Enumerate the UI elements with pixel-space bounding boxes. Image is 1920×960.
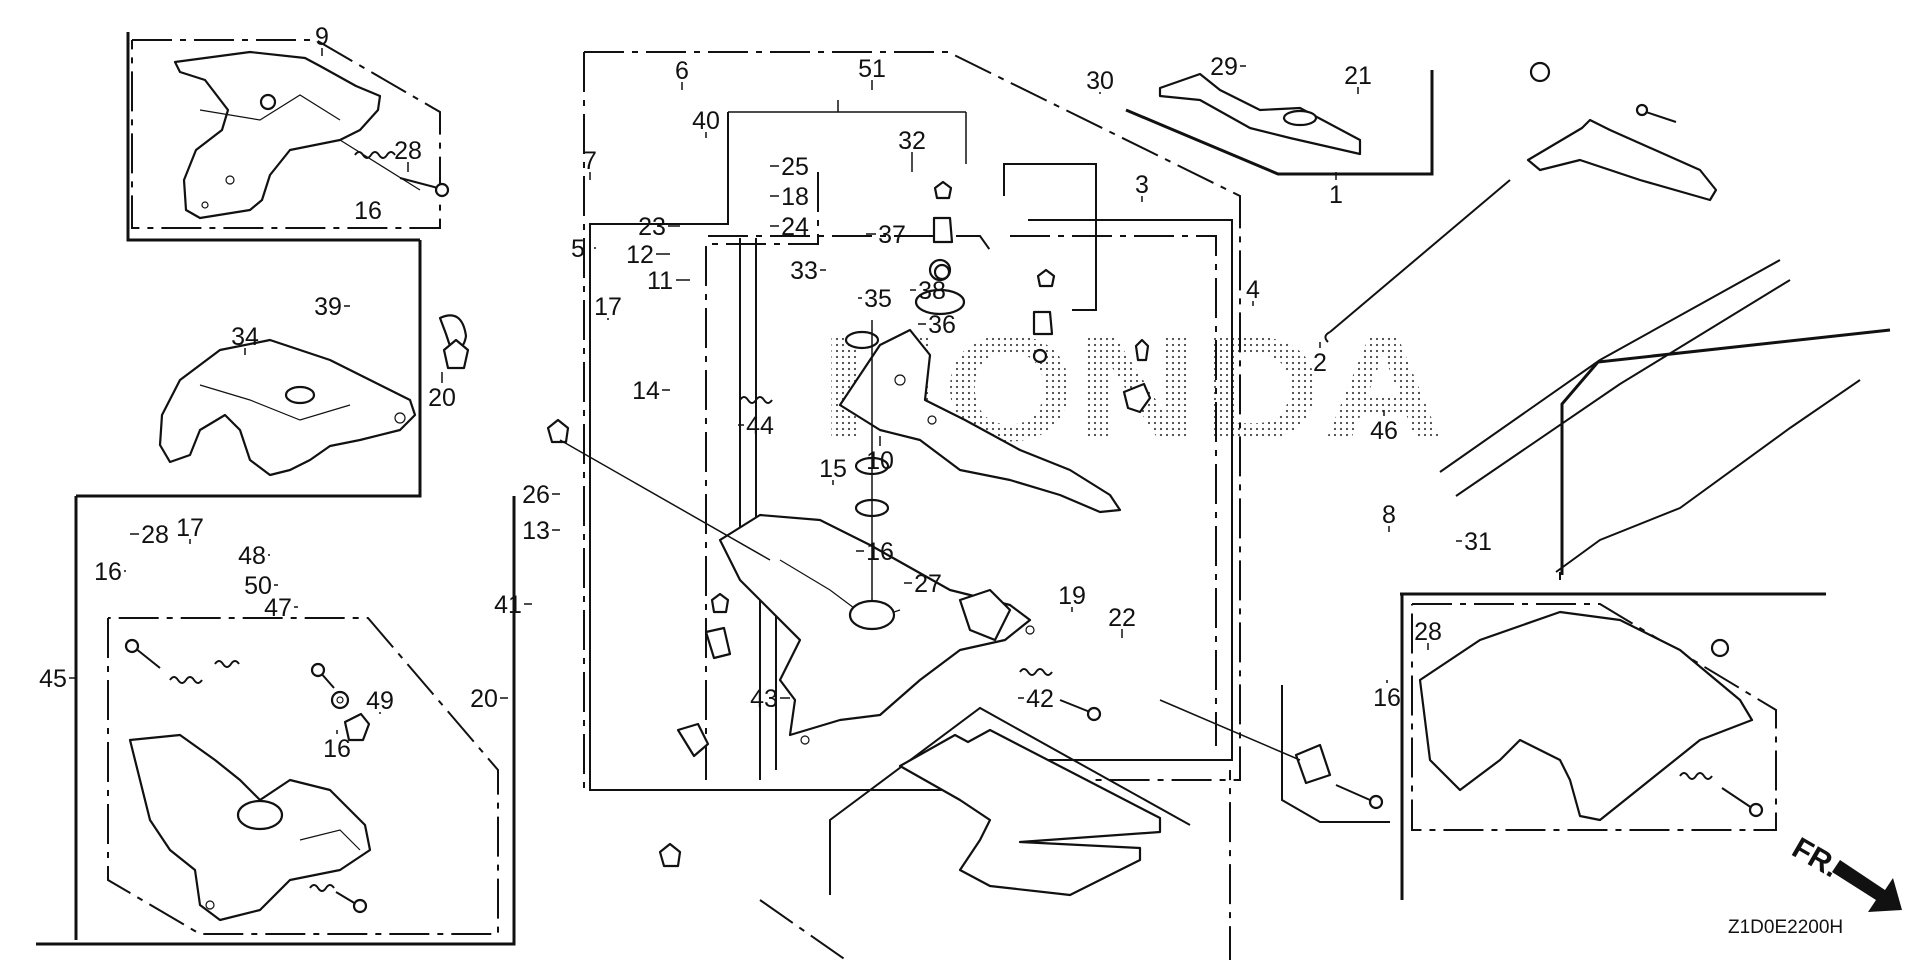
- callout-label-5: 5: [571, 235, 585, 263]
- callout-label-48: 48: [238, 542, 266, 570]
- center-hardware: [546, 180, 1152, 868]
- callout-label-16: 16: [323, 735, 351, 763]
- callout-label-41: 41: [494, 591, 522, 619]
- panel-governor-cover-34: [76, 240, 470, 498]
- callout-label-14: 14: [632, 377, 660, 405]
- callout-label-8: 8: [1382, 501, 1396, 529]
- callout-label-35: 35: [864, 285, 892, 313]
- part-lever-30: [1125, 70, 1434, 176]
- callout-label-9: 9: [315, 23, 329, 51]
- front-direction-indicator: FR.: [1787, 831, 1902, 912]
- panel-governor-cover-8: [1400, 592, 1826, 900]
- callout-label-28: 28: [1414, 618, 1442, 646]
- callout-label-40: 40: [692, 107, 720, 135]
- callout-label-45: 45: [39, 665, 67, 693]
- callout-label-28: 28: [141, 521, 169, 549]
- callout-label-25: 25: [781, 153, 809, 181]
- callout-label-46: 46: [1370, 417, 1398, 445]
- callout-label-47: 47: [264, 594, 292, 622]
- front-label: FR.: [1787, 831, 1845, 884]
- callout-label-38: 38: [918, 277, 946, 305]
- part-control-arm-10: [838, 328, 1122, 514]
- callout-label-16: 16: [94, 558, 122, 586]
- callout-label-16: 16: [354, 197, 382, 225]
- callout-label-20: 20: [428, 384, 456, 412]
- callout-label-50: 50: [244, 572, 272, 600]
- callout-label-7: 7: [583, 147, 597, 175]
- callout-label-51: 51: [858, 55, 886, 83]
- callout-label-22: 22: [1108, 604, 1136, 632]
- part-rods: [1324, 61, 1891, 580]
- callout-label-20: 20: [470, 685, 498, 713]
- part-base-plate-15: [718, 513, 1035, 745]
- callout-label-27: 27: [914, 570, 942, 598]
- callout-label-24: 24: [781, 213, 809, 241]
- callout-label-42: 42: [1026, 685, 1054, 713]
- callout-label-15: 15: [819, 455, 847, 483]
- part-plate-43: [759, 706, 1231, 960]
- callout-label-39: 39: [314, 293, 342, 321]
- callout-label-4: 4: [1246, 276, 1260, 304]
- callout-label-13: 13: [522, 517, 550, 545]
- callout-label-37: 37: [878, 221, 906, 249]
- callout-label-1: 1: [1329, 181, 1343, 209]
- callout-label-10: 10: [866, 447, 894, 475]
- callout-label-30: 30: [1086, 67, 1114, 95]
- callout-label-18: 18: [781, 183, 809, 211]
- callout-label-17: 17: [594, 293, 622, 321]
- callout-label-6: 6: [675, 57, 689, 85]
- callout-label-17: 17: [176, 514, 204, 542]
- callout-label-31: 31: [1464, 528, 1492, 556]
- callout-label-29: 29: [1210, 53, 1238, 81]
- callout-label-16: 16: [1373, 684, 1401, 712]
- callout-label-2: 2: [1313, 349, 1327, 377]
- callout-label-43: 43: [750, 685, 778, 713]
- callout-label-12: 12: [626, 241, 654, 269]
- callout-label-11: 11: [647, 267, 673, 295]
- panel-governor-arm-assembly-45: [36, 496, 516, 946]
- part-collar-19: [1159, 685, 1390, 823]
- callout-label-32: 32: [898, 127, 926, 155]
- callout-label-16: 16: [866, 538, 894, 566]
- callout-label-33: 33: [790, 257, 818, 285]
- callout-label-23: 23: [638, 213, 666, 241]
- callout-label-28: 28: [394, 137, 422, 165]
- panel-governor-arm-assembly-9: [126, 32, 450, 242]
- callout-label-3: 3: [1135, 171, 1149, 199]
- callout-label-36: 36: [928, 311, 956, 339]
- callout-label-26: 26: [522, 481, 550, 509]
- callout-label-44: 44: [746, 412, 774, 440]
- callout-label-19: 19: [1058, 582, 1086, 610]
- callout-label-34: 34: [231, 323, 259, 351]
- diagram-code: Z1D0E2200H: [1728, 917, 1843, 938]
- callout-label-21: 21: [1344, 62, 1372, 90]
- callout-label-49: 49: [366, 687, 394, 715]
